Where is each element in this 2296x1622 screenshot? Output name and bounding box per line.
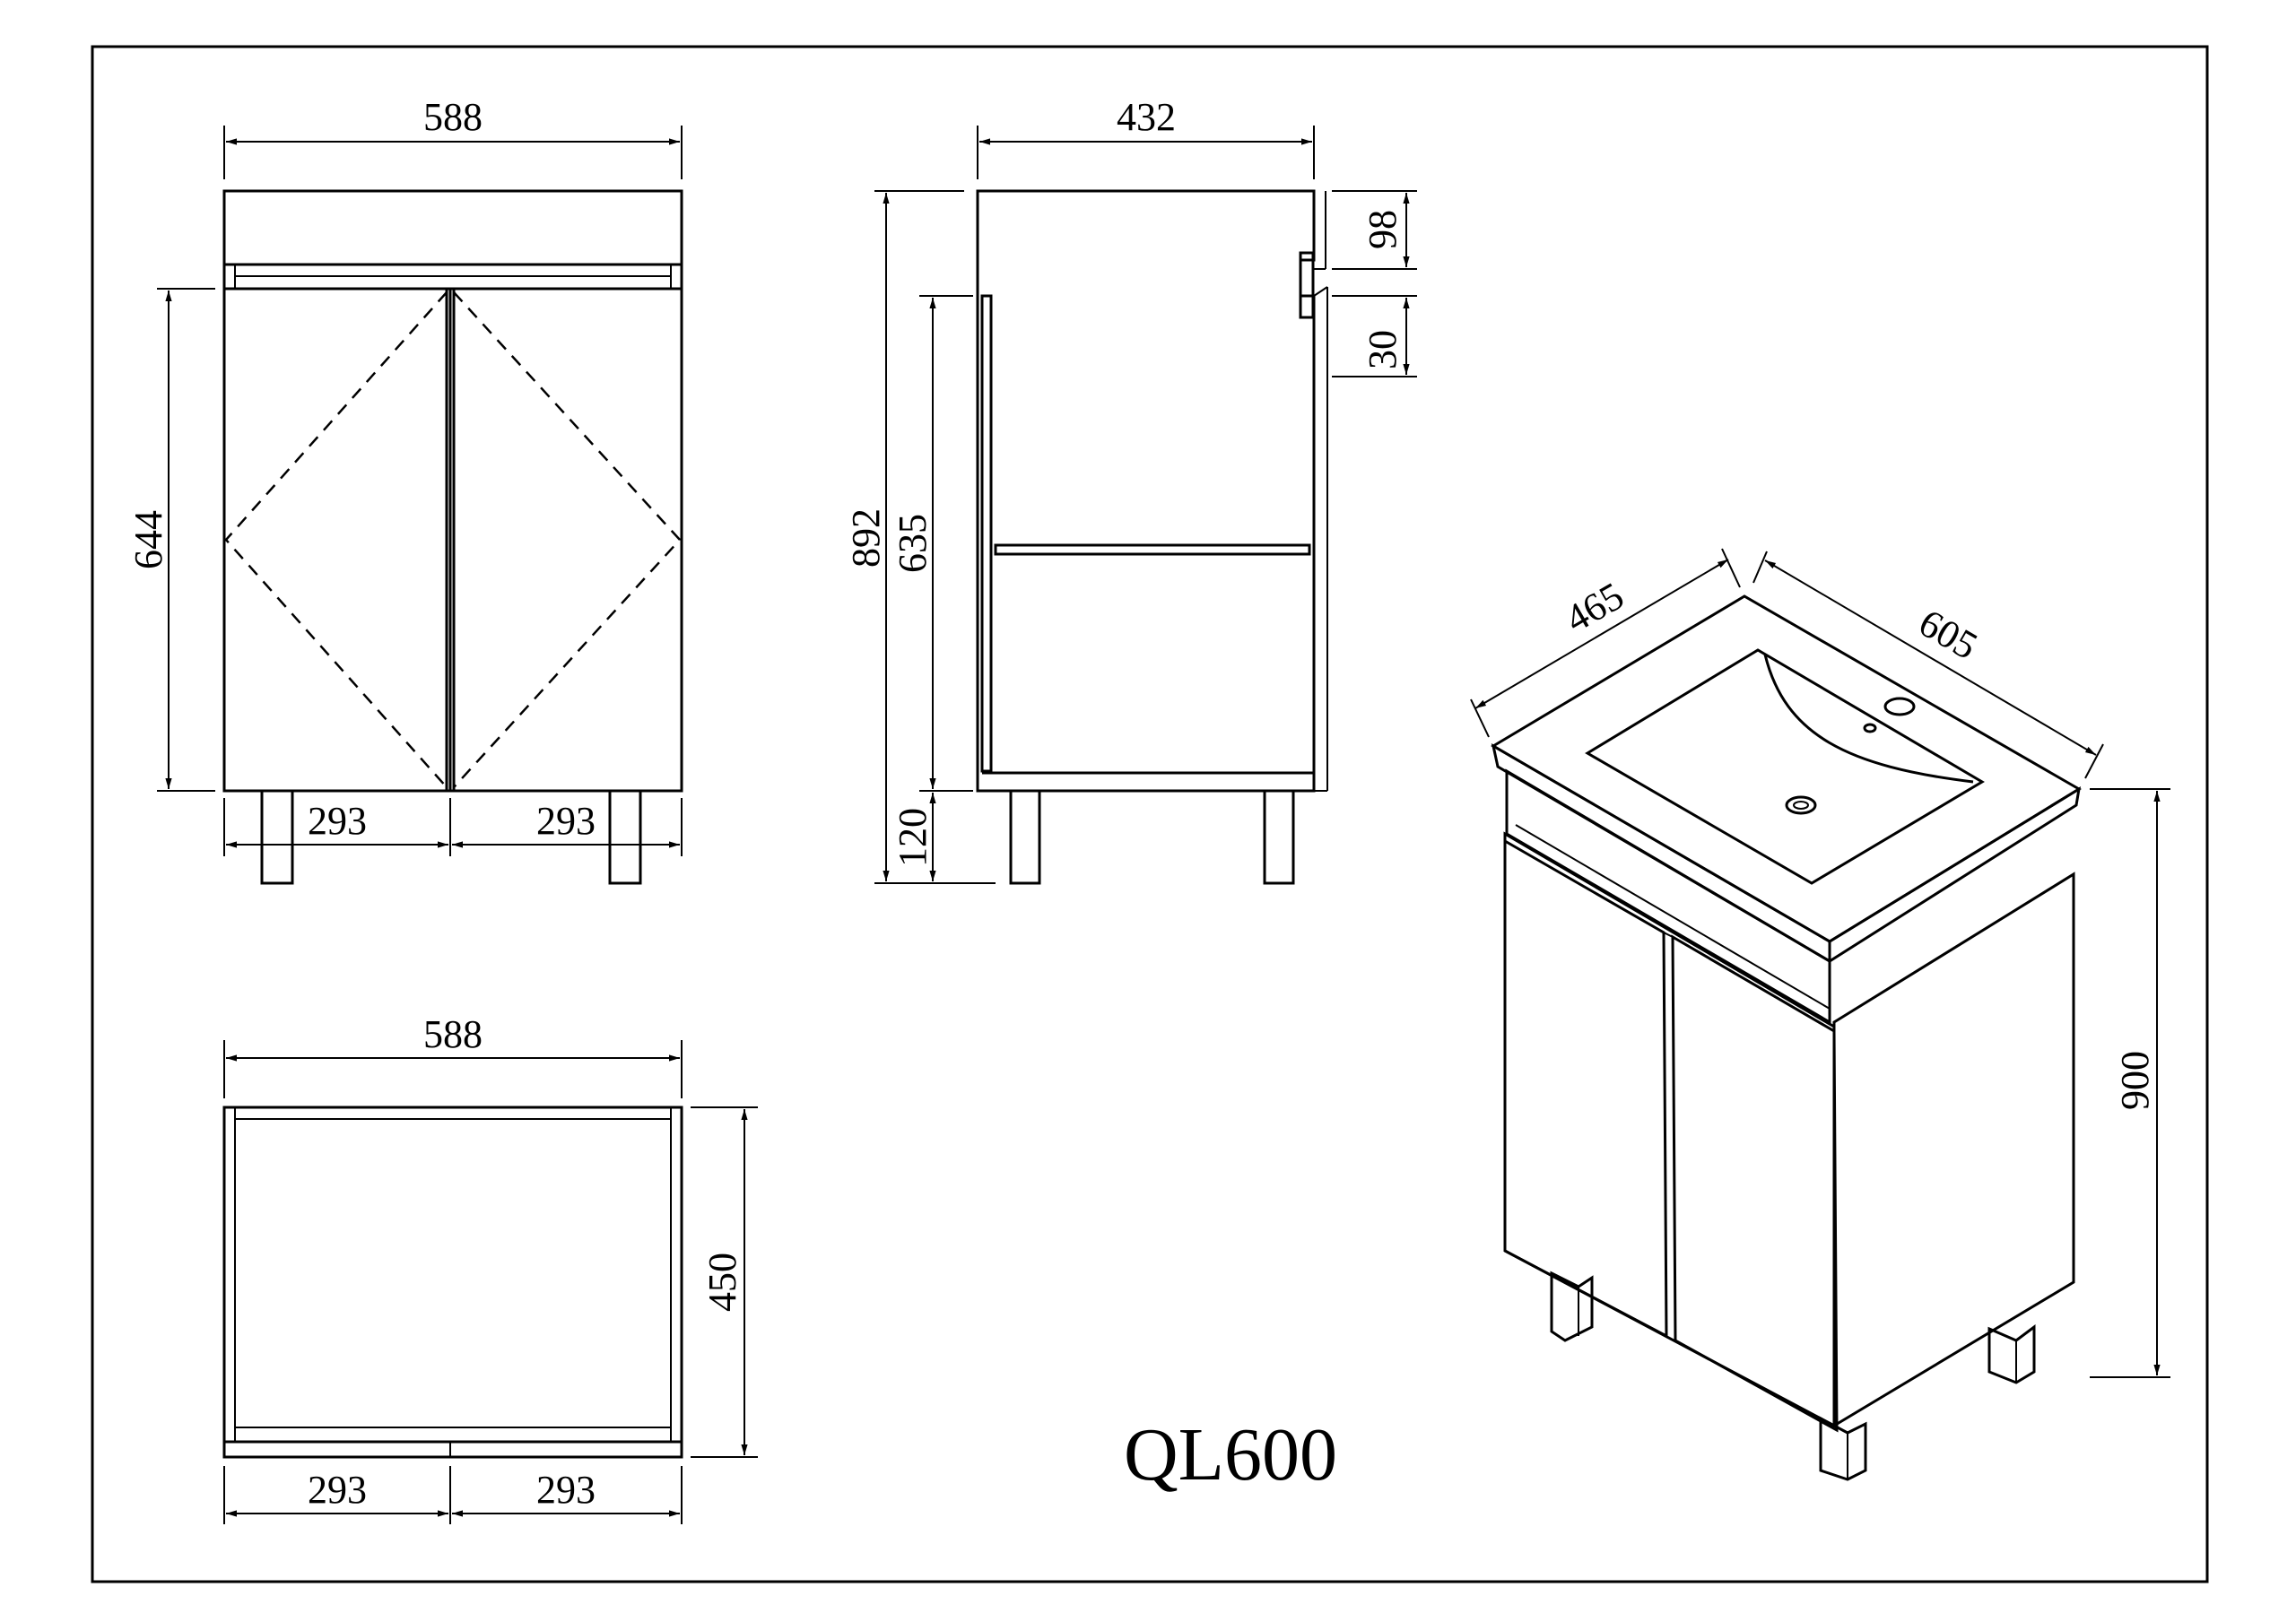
drawing-frame [91,45,2209,1583]
iso-tap-hole [1883,697,1916,716]
iso-cabinet-front [1503,831,1836,1428]
side-drawer-notch [1299,251,1315,319]
top-left-width-label: 293 [308,1468,367,1512]
iso-countertop-front [1491,742,1831,964]
side-leg-height-label: 120 [891,808,935,867]
front-right-width-label: 293 [536,799,596,843]
iso-cabinet-side [1832,872,2075,1428]
iso-right-door [1671,934,1839,1433]
side-gap-label: 30 [1361,330,1405,369]
iso-left-door [1503,838,1668,1339]
top-inner-back [234,1427,672,1443]
side-top-height-label: 98 [1361,210,1405,249]
front-left-door [222,287,452,793]
iso-right-leg [1987,1324,2036,1384]
top-view: 588 450 293 293 [222,1012,758,1524]
model-name: QL600 [1124,1413,1337,1496]
isometric-view: 465 605 900 [1470,548,2170,1481]
top-outer-outline [222,1106,683,1459]
front-left-leg [260,789,294,885]
iso-height-label: 900 [2113,1051,2157,1110]
side-cabinet-outline [976,189,1316,793]
iso-front-leg [1819,1416,1867,1481]
top-right-width-label: 293 [536,1468,596,1512]
front-right-leg [608,789,642,885]
side-cabinet-height-label: 635 [891,514,935,573]
side-depth-label: 432 [1117,95,1176,139]
iso-countertop-top [1491,594,2082,943]
iso-countertop-side [1828,786,2082,964]
side-overall-height-label: 892 [844,508,888,568]
right-door-swing-lines [453,291,682,788]
side-back-leg [1263,789,1295,885]
iso-depth-label: 465 [1558,574,1631,641]
front-view: 588 644 293 293 [126,95,683,885]
front-height-label: 644 [126,510,170,569]
front-right-door [448,287,683,793]
iso-basin-rim [1585,648,1985,885]
front-left-width-label: 293 [308,799,367,843]
side-door-panel [980,294,993,773]
front-width-label: 588 [423,95,483,139]
iso-drain [1785,795,1817,815]
iso-left-leg [1550,1271,1594,1342]
side-shelf [994,543,1311,556]
left-door-swing-lines [224,291,448,788]
top-depth-label: 450 [700,1253,744,1312]
iso-drawer-rail [1505,768,1831,1025]
iso-overflow [1863,723,1877,733]
side-front-leg [1009,789,1041,885]
iso-width-label: 605 [1911,601,1985,668]
top-width-label: 588 [423,1012,483,1056]
front-countertop [222,189,683,266]
side-view: 432 892 635 120 98 30 [844,95,1417,885]
